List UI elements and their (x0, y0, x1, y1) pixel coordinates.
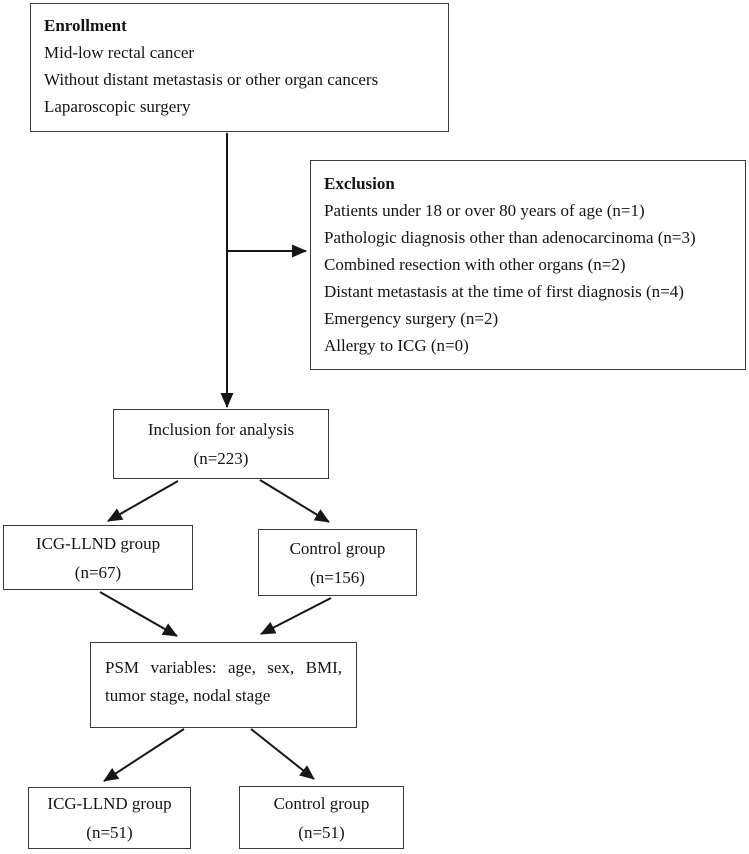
exclusion-criterion: Pathologic diagnosis other than adenocar… (324, 228, 696, 247)
icg-llnd-group-count: (n=67) (74, 562, 122, 582)
exclusion-title: Exclusion (324, 174, 395, 193)
enrollment-box: Enrollment Mid-low rectal cancer Without… (30, 3, 449, 132)
arrow-icg-group-to-psm-icon (99, 591, 178, 637)
exclusion-criterion: Allergy to ICG (n=0) (324, 336, 469, 355)
icg-llnd-group-box: ICG-LLND group (n=67) (3, 525, 193, 590)
exclusion-criterion: Distant metastasis at the time of first … (324, 282, 684, 301)
psm-variables-line: PSM variables: age, sex, BMI, (105, 658, 342, 677)
enrollment-criterion: Mid-low rectal cancer (44, 43, 195, 62)
enrollment-criterion: Without distant metastasis or other orga… (44, 70, 379, 89)
icg-llnd-matched-count: (n=51) (86, 823, 133, 842)
arrow-inclusion-to-control-group-icon (259, 479, 330, 523)
exclusion-criterion: Patients under 18 or over 80 years of ag… (324, 201, 645, 220)
control-group-box: Control group (n=156) (258, 529, 417, 596)
arrow-psm-to-icg-matched-icon (103, 728, 185, 782)
control-group-matched-box: Control group (n=51) (239, 786, 404, 849)
psm-variables-line: tumor stage, nodal stage (105, 686, 271, 705)
control-matched-label: Control group (273, 793, 370, 813)
inclusion-label: Inclusion for analysis (147, 420, 295, 439)
exclusion-criterion: Emergency surgery (n=2) (324, 309, 499, 328)
enrollment-criterion: Laparoscopic surgery (44, 97, 191, 116)
icg-llnd-group-label: ICG-LLND group (35, 533, 161, 553)
arrow-inclusion-to-icg-group-icon (107, 480, 179, 522)
icg-llnd-group-matched-box: ICG-LLND group (n=51) (28, 787, 191, 849)
inclusion-count: (n=223) (193, 449, 249, 468)
control-group-count: (n=156) (310, 567, 365, 587)
psm-variables-box: PSM variables: age, sex, BMI, tumor stag… (90, 642, 357, 728)
control-matched-count: (n=51) (298, 822, 345, 842)
exclusion-criterion: Combined resection with other organs (n=… (324, 255, 626, 274)
exclusion-box: Exclusion Patients under 18 or over 80 y… (310, 160, 746, 370)
arrow-psm-to-control-matched-icon (250, 728, 315, 780)
control-group-label: Control group (289, 538, 386, 558)
icg-llnd-matched-label: ICG-LLND group (47, 794, 172, 813)
inclusion-box: Inclusion for analysis (n=223) (113, 409, 329, 479)
arrow-control-group-to-psm-icon (260, 597, 332, 635)
enrollment-title: Enrollment (44, 16, 127, 35)
